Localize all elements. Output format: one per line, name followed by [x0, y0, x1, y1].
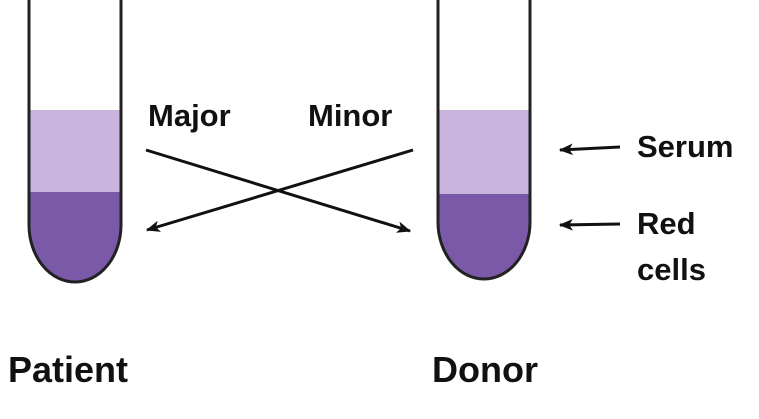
donor-tube: [438, 0, 530, 294]
donor-label: Donor: [432, 349, 538, 390]
major-label: Major: [148, 98, 231, 133]
patient-serum-layer: [29, 110, 121, 192]
minor-label: Minor: [308, 98, 392, 133]
red-cells-label-line1: Red: [637, 206, 696, 241]
serum-pointer-arrow: [560, 147, 620, 150]
red-cells-label-line2: cells: [637, 252, 706, 287]
serum-label: Serum: [637, 129, 733, 164]
patient-tube: [29, 0, 121, 292]
patient-red-cells-layer: [29, 192, 121, 292]
red-cells-pointer-arrow: [560, 224, 620, 225]
patient-label: Patient: [8, 349, 128, 390]
donor-serum-layer: [438, 110, 530, 194]
